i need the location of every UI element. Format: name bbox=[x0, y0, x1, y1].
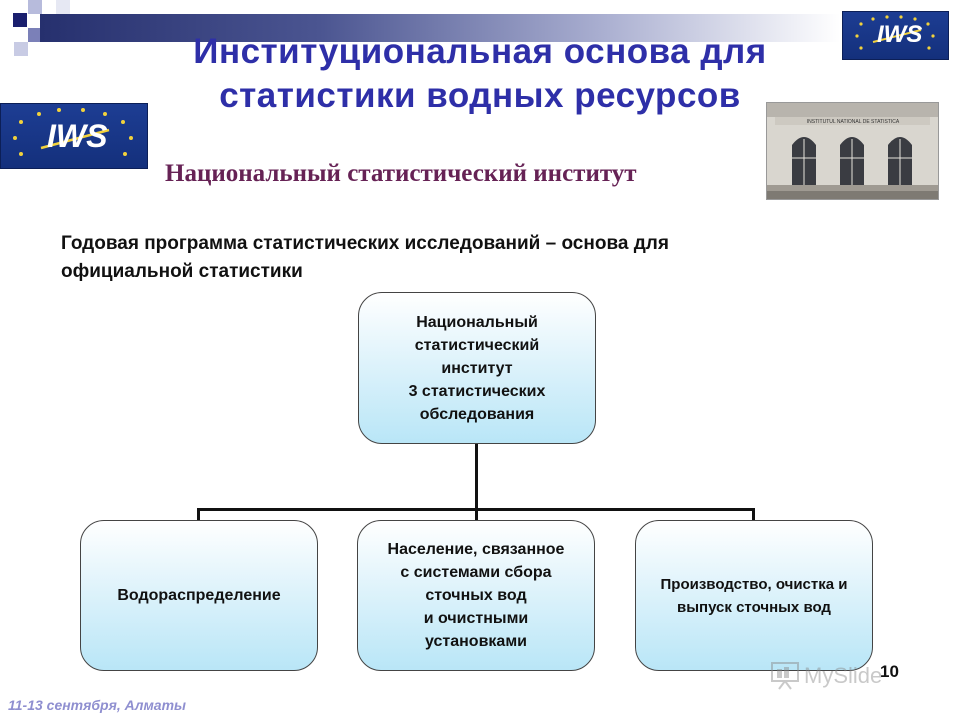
presentation-icon bbox=[771, 662, 799, 690]
node-text-line: обследования bbox=[419, 405, 535, 423]
logo-text: IWS bbox=[47, 118, 108, 154]
building-photo: INSTITUTUL NATIONAL DE STATISTICA bbox=[766, 102, 939, 200]
node-text-line: статистический bbox=[414, 336, 540, 354]
title-line: Институциональная основа для bbox=[193, 32, 767, 71]
decor-square bbox=[14, 42, 28, 56]
diagram-node-water-distribution: Водораспределение bbox=[80, 520, 318, 671]
watermark: MySlide bbox=[770, 657, 890, 691]
node-text-line: сточных вод bbox=[425, 587, 527, 604]
iws-logo: IWS bbox=[842, 11, 949, 60]
node-text-line: Производство, очистка и bbox=[660, 575, 848, 593]
decor-square bbox=[28, 28, 42, 42]
node-text-line: Водораспределение bbox=[117, 587, 281, 604]
iws-logo: IWS bbox=[0, 103, 148, 169]
intro-line: официальной статистики bbox=[61, 261, 303, 282]
title-gradient-bar bbox=[40, 14, 840, 42]
connector-vertical-root bbox=[475, 443, 478, 511]
decor-square bbox=[13, 13, 27, 27]
footer-text: 11-13 сентября, Алматы bbox=[8, 697, 186, 713]
node-text-line: установками bbox=[425, 633, 527, 650]
building-sign: INSTITUTUL NATIONAL DE STATISTICA bbox=[807, 119, 900, 125]
diagram-node-population-sewerage: Население, связанное с системами сбора с… bbox=[357, 520, 595, 671]
watermark-text: MySlide bbox=[804, 663, 883, 688]
diagram-node-root: Национальный статистический институт 3 с… bbox=[358, 292, 596, 444]
node-text-line: Национальный bbox=[416, 313, 538, 331]
connector-left bbox=[197, 508, 200, 521]
node-text-line: институт bbox=[441, 359, 513, 377]
title-line: статистики водных ресурсов bbox=[219, 76, 741, 115]
logo-text: IWS bbox=[877, 21, 923, 48]
node-text-line: с системами сбора bbox=[400, 564, 552, 581]
connector-middle bbox=[475, 508, 478, 521]
node-text-line: выпуск сточных вод bbox=[677, 598, 831, 616]
diagram-node-wastewater-production: Производство, очистка и выпуск сточных в… bbox=[635, 520, 873, 671]
subtitle: Национальный статистический институт bbox=[165, 160, 637, 187]
node-text-line: и очистными bbox=[423, 610, 529, 627]
intro-text: Годовая программа статистических исследо… bbox=[61, 230, 861, 286]
connector-right bbox=[752, 508, 755, 521]
node-text-line: 3 статистических bbox=[408, 382, 546, 400]
stars-icon bbox=[855, 15, 935, 50]
decor-square bbox=[28, 0, 42, 14]
decor-square bbox=[56, 0, 70, 14]
slide-title: Институциональная основа для статистики … bbox=[100, 30, 860, 118]
node-text-line: Население, связанное bbox=[387, 541, 565, 558]
intro-line: Годовая программа статистических исследо… bbox=[61, 233, 669, 254]
page-number: 10 bbox=[880, 662, 899, 681]
stars-icon bbox=[13, 108, 133, 156]
